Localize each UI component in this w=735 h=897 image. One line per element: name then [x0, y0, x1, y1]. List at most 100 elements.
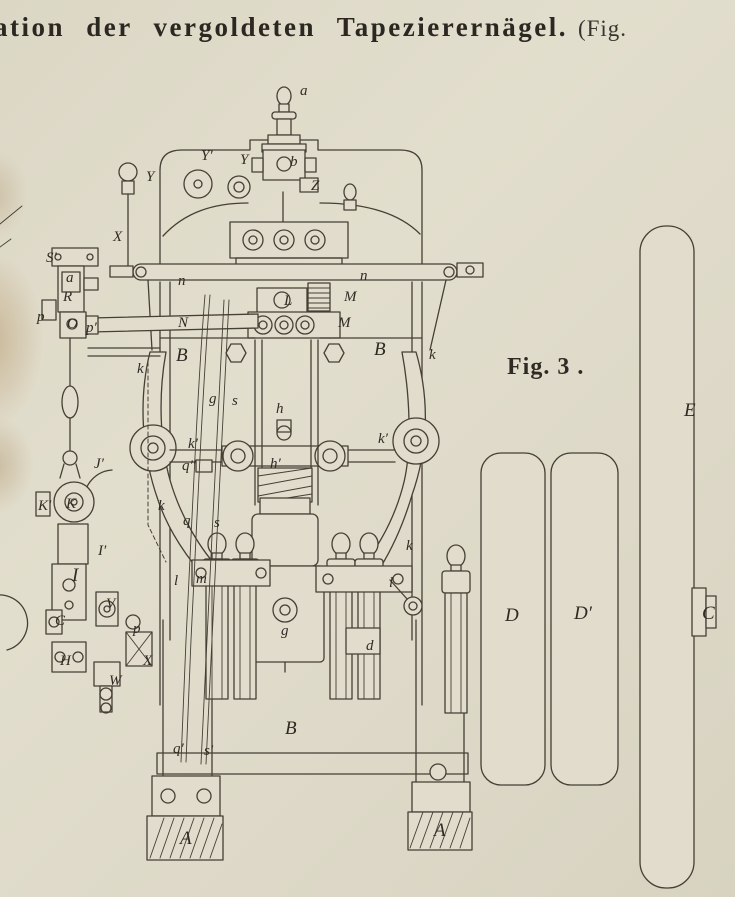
- label-I-prime: I′: [97, 543, 107, 559]
- label-a2: a: [66, 270, 74, 286]
- dial-bracket: [229, 221, 349, 270]
- label-n2: n: [360, 268, 368, 284]
- part-C-left: [45, 609, 63, 635]
- part-H: [51, 641, 87, 673]
- plate-title: ation der vergoldeten Tapezierernägel. (F…: [0, 12, 627, 43]
- part-V: [95, 591, 119, 627]
- label-M: M: [343, 289, 358, 305]
- label-k2: k: [429, 347, 436, 363]
- lever-Y: [118, 162, 138, 269]
- left-mechanism: [35, 247, 161, 714]
- part-p-prime: [85, 315, 99, 335]
- label-X2: X: [142, 653, 153, 669]
- figure-caption: Fig. 3 .: [507, 354, 584, 380]
- head-assembly-b: [251, 149, 319, 223]
- left-edge-fragment: [0, 594, 29, 651]
- label-L: L: [283, 293, 292, 309]
- foot-A-left: [146, 775, 224, 861]
- wheel-k-prime-left: [129, 424, 177, 472]
- label-p: p: [36, 309, 45, 325]
- label-k-prime2: k′: [378, 431, 389, 447]
- part-q-dblprime: [195, 459, 213, 473]
- label-k-prime: k′: [188, 436, 199, 452]
- label-W: W: [109, 673, 123, 689]
- label-k3: k: [158, 498, 165, 514]
- label-Y2: Y: [146, 169, 156, 185]
- part-p-lower: [125, 614, 141, 630]
- label-J-prime: J′: [94, 456, 105, 472]
- label-Y-prime: Y′: [201, 148, 213, 164]
- cylinder-far-right: [441, 544, 471, 714]
- label-A: A: [178, 828, 192, 849]
- label-h-prime: h′: [270, 456, 282, 472]
- label-B2: B: [374, 339, 386, 360]
- foot-A-right: [407, 763, 473, 851]
- label-q-prime: q′: [173, 741, 185, 757]
- label-k4: k: [406, 538, 413, 554]
- label-l: l: [174, 573, 178, 589]
- cylinder-bank-left: [191, 532, 271, 700]
- wheel-K: [53, 481, 95, 523]
- cylinder-bank-right: [315, 532, 423, 700]
- label-E: E: [683, 400, 696, 421]
- label-Y: Y: [240, 152, 250, 168]
- label-C2: C: [702, 603, 715, 624]
- small-finial: [343, 183, 357, 211]
- part-d: [345, 627, 381, 655]
- roller-D: [480, 452, 546, 786]
- gauge-Y-prime: [183, 169, 251, 199]
- part-R: [83, 277, 99, 291]
- central-guides: [254, 339, 319, 506]
- label-l2: l: [389, 575, 393, 591]
- roller-D-prime: [550, 452, 619, 786]
- part-Z: [299, 177, 319, 193]
- label-k: k: [137, 361, 144, 377]
- turnbuckle: [61, 385, 79, 419]
- plate-title-fig-ref: (Fig.: [577, 16, 628, 41]
- label-p2: p: [132, 621, 141, 637]
- part-W: [93, 661, 121, 687]
- label-A2: A: [432, 820, 446, 841]
- label-M2: M: [337, 315, 352, 331]
- label-q: q: [183, 513, 191, 529]
- label-g2: g: [281, 623, 289, 639]
- label-B3: B: [285, 718, 297, 739]
- paper-crack: [0, 205, 23, 248]
- crosshead-right: [315, 565, 413, 593]
- label-K: K: [65, 496, 77, 512]
- label-p-prime: p′: [85, 320, 98, 336]
- label-h: h: [276, 401, 284, 417]
- feed-gear-M: [225, 282, 345, 363]
- label-q-dblprime: q″: [182, 458, 197, 474]
- label-s-prime: s′: [204, 743, 214, 759]
- plate-title-text: ation der vergoldeten Tapezierernägel.: [0, 12, 568, 42]
- label-V: V: [106, 596, 117, 612]
- label-g: g: [209, 391, 217, 407]
- flywheel-E: [639, 225, 717, 889]
- label-n: n: [178, 273, 186, 289]
- wheel-k-prime-right: [392, 417, 440, 465]
- crossbar-n: [109, 262, 484, 351]
- part-labels: a Y′ Y b Y Z X S′ a R p O p′ n n L M M N…: [36, 83, 715, 849]
- label-s2: s: [214, 515, 220, 531]
- label-a: a: [300, 83, 308, 99]
- label-X: X: [112, 229, 123, 245]
- link-h-prime: [169, 419, 396, 473]
- crosshead-left: [191, 559, 271, 587]
- pipes-q-s: [147, 294, 413, 765]
- part-I-prime: [57, 523, 89, 565]
- finial-a: [261, 86, 307, 153]
- label-m: m: [196, 571, 207, 587]
- label-s: s: [232, 393, 238, 409]
- screw-l: [403, 596, 423, 616]
- label-H: H: [59, 653, 72, 669]
- label-B: B: [176, 345, 188, 366]
- label-d: d: [366, 638, 374, 654]
- label-D: D: [504, 605, 519, 626]
- label-D-prime: D′: [573, 603, 593, 624]
- label-K-prime: K′: [37, 498, 52, 514]
- label-S-prime: S′: [46, 250, 58, 266]
- label-N: N: [177, 315, 189, 331]
